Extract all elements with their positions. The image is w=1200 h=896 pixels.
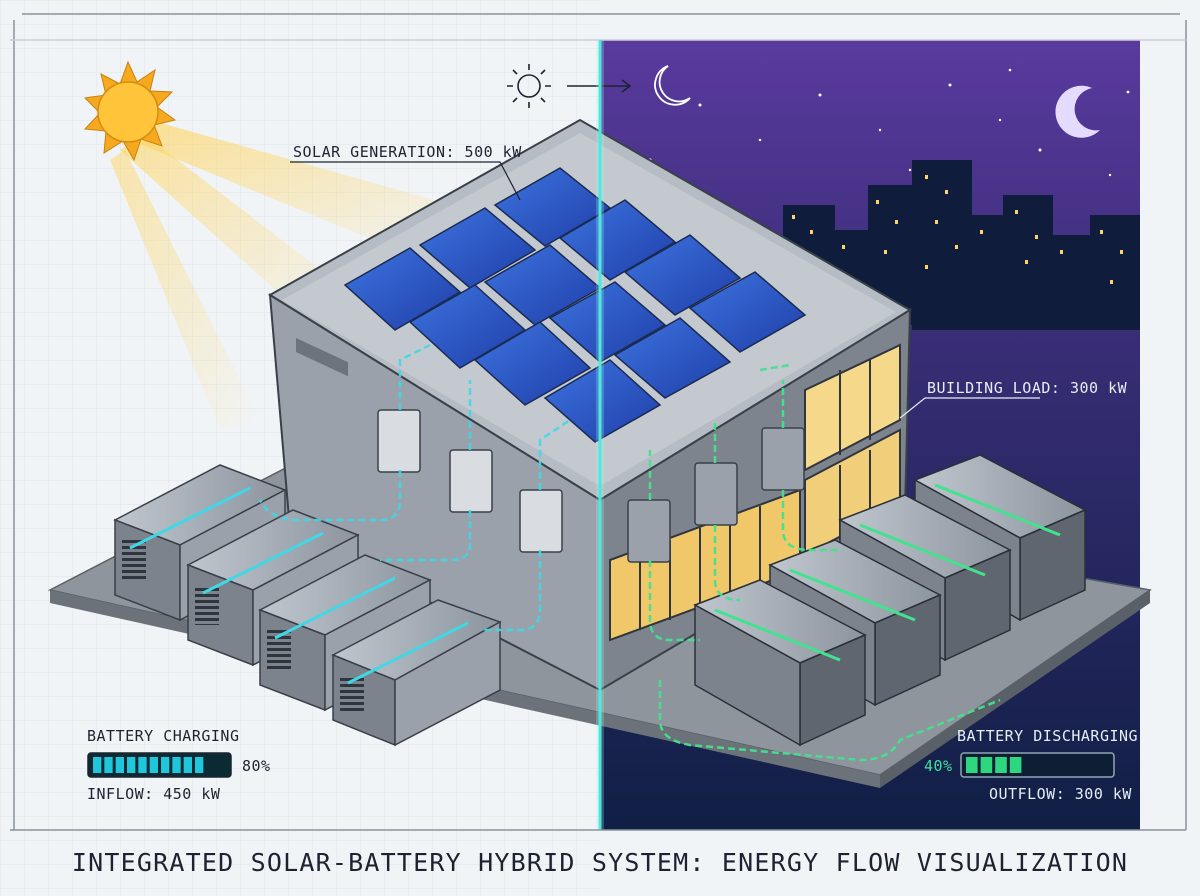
solar-generation-label: SOLAR GENERATION: 500 kW: [293, 143, 522, 161]
discharge-bar-segment: [966, 757, 978, 773]
charge-bar-segment: [138, 757, 146, 773]
inflow-value: INFLOW: 450 kW: [87, 785, 220, 803]
charging-status: BATTERY CHARGING: [87, 727, 240, 745]
discharge-bar-segment: [995, 757, 1007, 773]
charge-bar-segment: [184, 757, 192, 773]
charge-bar-segment: [161, 757, 169, 773]
charge-bar-segment: [93, 757, 101, 773]
charge-bar-segment: [172, 757, 180, 773]
charge-bar-segment: [127, 757, 135, 773]
outflow-value: OUTFLOW: 300 kW: [989, 785, 1132, 803]
discharge-bar-segment: [1010, 757, 1022, 773]
building-load-label: BUILDING LOAD: 300 kW: [927, 379, 1127, 397]
discharging-percent: 40%: [924, 757, 953, 775]
charge-bar-segment: [150, 757, 158, 773]
charge-bar-segment: [104, 757, 112, 773]
diagram-title: INTEGRATED SOLAR-BATTERY HYBRID SYSTEM: …: [0, 848, 1200, 877]
discharge-bar-segment: [981, 757, 993, 773]
discharging-status: BATTERY DISCHARGING: [957, 727, 1138, 745]
charge-bar-segment: [195, 757, 203, 773]
charging-percent: 80%: [242, 757, 271, 775]
charge-bar-segment: [116, 757, 124, 773]
